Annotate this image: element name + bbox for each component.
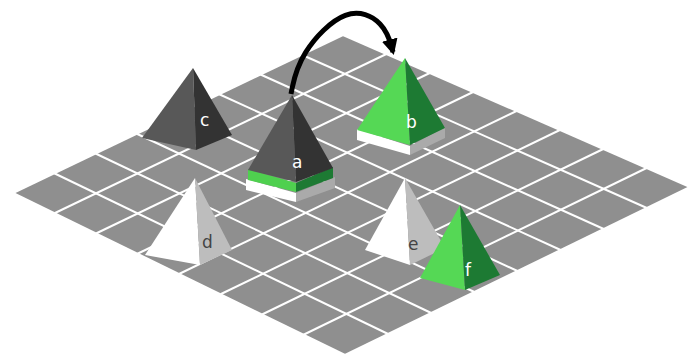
grid-line	[304, 168, 647, 335]
pyramid-face	[292, 95, 333, 182]
pyramid-shape	[135, 62, 240, 157]
game-pyramid: b	[350, 52, 452, 164]
game-pyramid: c	[135, 62, 240, 157]
board-surface	[13, 35, 690, 355]
pyramid-face	[195, 178, 232, 265]
game-pyramid: d	[138, 172, 240, 272]
pyramid-face	[248, 95, 296, 182]
board-grid	[13, 35, 690, 355]
pyramid-face	[365, 178, 410, 265]
piece-letter: e	[408, 236, 418, 253]
move-arrow	[291, 13, 393, 94]
pyramid-shape	[138, 172, 240, 272]
piece-letter: c	[200, 112, 209, 129]
pyramid-face	[142, 68, 196, 150]
game-pyramid: a	[240, 90, 342, 206]
grid-line	[54, 173, 388, 334]
piece-letter: b	[406, 114, 417, 131]
grid-line	[55, 54, 387, 213]
piece-letter: d	[202, 234, 213, 251]
pyramid-shape	[240, 90, 342, 206]
piece-letter: f	[465, 262, 471, 279]
pyramid-shape	[413, 199, 508, 297]
game-pyramid: f	[413, 199, 508, 297]
grid-line	[96, 154, 432, 314]
pyramid-face	[420, 205, 465, 290]
pyramid-shape	[350, 52, 452, 164]
piece-letter: a	[292, 154, 302, 171]
grid-line	[13, 35, 343, 193]
pyramid-face	[460, 205, 500, 290]
pyramid-face	[405, 58, 445, 145]
pyramid-face	[357, 58, 410, 145]
pyramid-face	[145, 178, 200, 265]
pyramid-face	[193, 68, 232, 150]
